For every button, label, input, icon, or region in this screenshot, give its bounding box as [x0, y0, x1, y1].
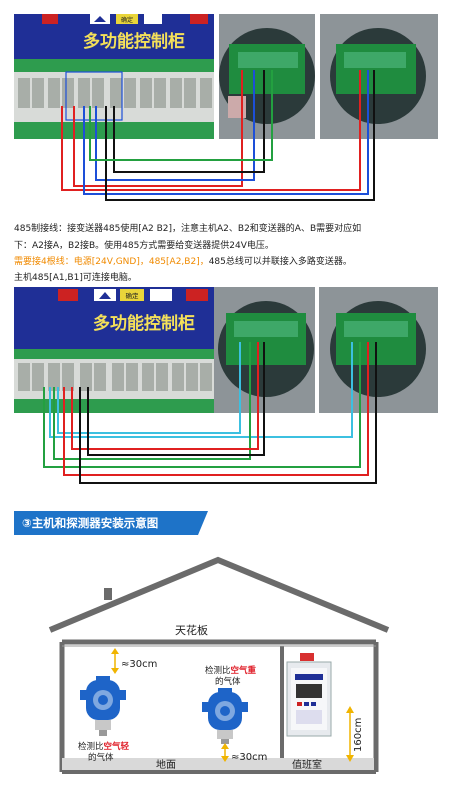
panel-confirm-label: 确定 [121, 16, 133, 24]
controller-cabinet [286, 653, 332, 737]
section-title: ③主机和探测器安装示意图 [14, 511, 208, 535]
roof [48, 556, 390, 633]
wiring-note-line3: 需要接4根线：电源[24V,GND]，485[A2,B2]，485总线可以并联接… [14, 255, 438, 269]
ceiling-label: 天花板 [175, 623, 208, 637]
detector-heavy-gas [202, 688, 248, 744]
heavy-gas-label: 检测比空气重 [205, 665, 257, 676]
wire-cyan-2 [49, 342, 353, 438]
dist-bottom-label: ≈30cm [231, 752, 267, 763]
light-gas-label: 检测比空气轻 [78, 741, 130, 752]
panel-red-key [42, 14, 58, 24]
wiring-photo-bottom: 确定 多功能控制柜 [14, 287, 438, 484]
wire-black-2 [79, 342, 377, 484]
wiring-note-line4: 主机485[A1,B1]可连接电脑。 [14, 273, 137, 283]
height-label: 160cm [353, 718, 364, 752]
wiring-note-rest: 485总线可以并联接入多路变送器。 [208, 257, 352, 267]
wiring-note-line2: 下：A2接A，B2接B。使用485方式需要给变送器提供24V电压。 [14, 241, 274, 251]
panel-title-2: 多功能控制柜 [93, 313, 195, 334]
terminal-highlight [65, 71, 123, 121]
detector-light-gas [80, 676, 126, 736]
panel-confirm-key [116, 14, 138, 24]
terminal-blocks [18, 78, 212, 108]
panel-confirm-label-2: 确定 [126, 291, 140, 300]
wiring-note-line1: 485制接线：接变送器485使用[A2 B2]，注意主机A2、B2和变送器的A、… [14, 224, 362, 234]
wire-blue-1 [83, 70, 369, 195]
wire-red-2 [63, 342, 369, 476]
light-gas-suffix: 的气体 [88, 752, 114, 763]
wire-red-1 [61, 70, 361, 191]
floor [62, 758, 374, 772]
wire-green-2 [43, 342, 361, 468]
chimney [104, 588, 112, 600]
installation-diagram: 天花板 地面 ≈30cm 检测比空气轻 的气体 检测比空气重 的气体 [48, 556, 390, 774]
duty-room-label: 值班室 [292, 758, 322, 771]
floor-label: 地面 [156, 758, 176, 771]
wiring-note-orange: 需要接4根线：电源[24V,GND]，485[A2,B2]， [14, 257, 209, 267]
dist-top-label: ≈30cm [121, 659, 157, 670]
wiring-photo-top: 确定 多功能控制柜 [14, 14, 438, 214]
heavy-gas-suffix: 的气体 [215, 676, 241, 687]
wire-black-1 [105, 70, 375, 201]
panel-title: 多功能控制柜 [83, 31, 185, 52]
